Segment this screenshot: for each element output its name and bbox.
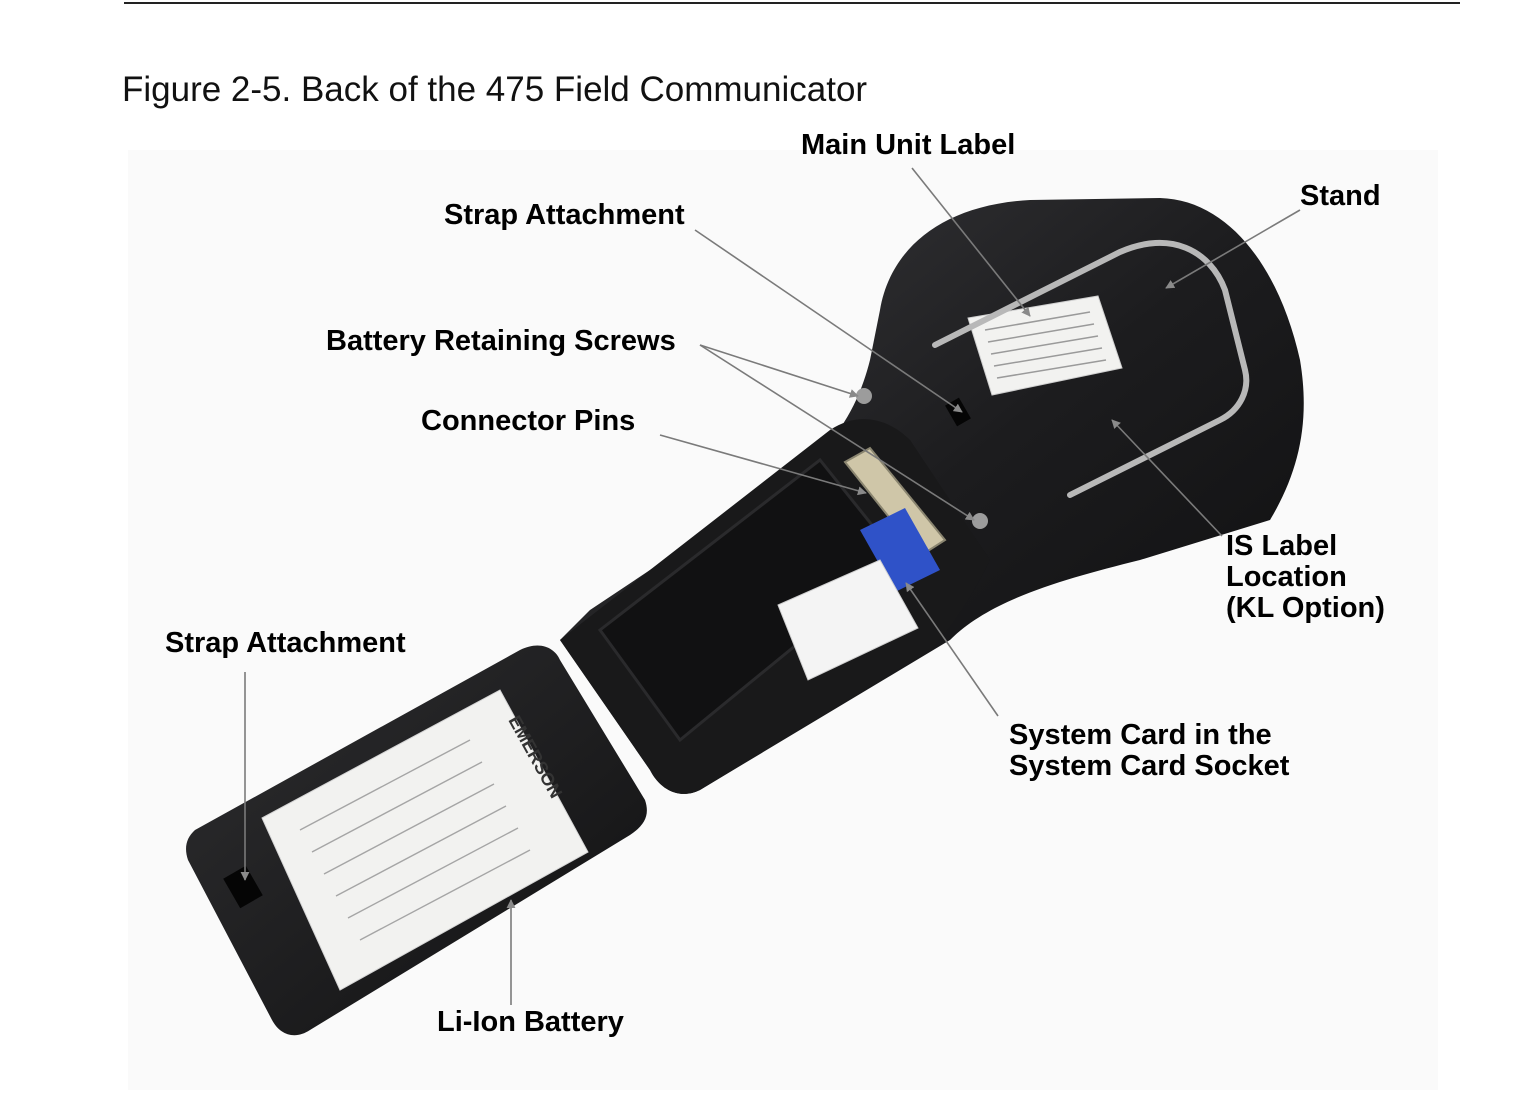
socket-sticker — [777, 559, 919, 681]
leader-strap-top — [694, 229, 963, 413]
stand-wire — [932, 240, 1250, 498]
leader-screw-2 — [699, 344, 975, 521]
callout-is-label-line3: (KL Option) — [1226, 592, 1385, 624]
callout-is-label-line2: Location — [1226, 561, 1347, 593]
callout-strap-attachment-top: Strap Attachment — [444, 199, 685, 231]
callout-system-card-line2: System Card Socket — [1009, 750, 1290, 782]
callout-strap-attachment-left: Strap Attachment — [165, 627, 406, 659]
retaining-screw-1 — [856, 388, 872, 404]
retaining-screw-2 — [972, 513, 988, 529]
leader-system-card — [905, 582, 999, 717]
callout-system-card: System Card in the System Card Socket — [1009, 720, 1289, 782]
callout-connector-pins: Connector Pins — [421, 405, 636, 437]
leader-connector-pins — [659, 434, 867, 496]
callout-is-label-line1: IS Label — [1226, 530, 1338, 562]
callout-system-card-line1: System Card in the — [1009, 719, 1272, 751]
callout-main-unit-label: Main Unit Label — [801, 129, 1016, 161]
leader-screw-1 — [699, 344, 859, 398]
system-card — [860, 508, 940, 592]
callout-is-label-location: IS Label Location (KL Option) — [1226, 531, 1385, 624]
top-rule — [124, 2, 1460, 4]
main-unit-body — [560, 198, 1304, 794]
callout-stand: Stand — [1300, 180, 1381, 212]
li-ion-battery-pack: EMERSON — [186, 645, 647, 1036]
figure-caption: Figure 2-5. Back of the 475 Field Commun… — [122, 70, 868, 109]
battery-strap-slot — [223, 865, 263, 909]
battery-label-sticker — [261, 689, 589, 991]
callout-li-ion-battery: Li-Ion Battery — [437, 1006, 624, 1038]
leader-stand — [1165, 209, 1301, 289]
callout-battery-retaining-screws: Battery Retaining Screws — [326, 325, 676, 357]
leader-is-label — [1111, 419, 1223, 537]
leader-main-unit-label — [911, 167, 1031, 317]
